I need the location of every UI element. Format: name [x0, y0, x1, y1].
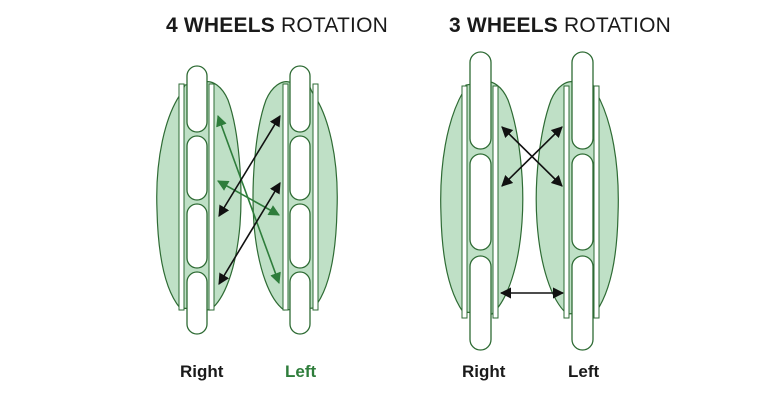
wheel — [571, 153, 594, 251]
wheel-stack — [186, 65, 208, 335]
wheel — [571, 51, 594, 150]
arrow-black — [218, 182, 281, 285]
title-3-wheels-rest: ROTATION — [557, 14, 671, 37]
skate-4-right — [156, 65, 242, 335]
wheel — [186, 203, 208, 269]
frame-rail — [178, 83, 185, 311]
arrows-3-wheels — [499, 126, 565, 299]
wheel — [469, 51, 492, 150]
label-3-wheels-right: Right — [462, 362, 506, 381]
frame-rail — [461, 85, 468, 319]
wheel — [469, 255, 492, 351]
frame-rail — [282, 83, 289, 311]
frame-rail — [563, 85, 570, 319]
wheel — [186, 135, 208, 201]
skate-4-left — [252, 65, 338, 335]
wheel — [289, 271, 311, 335]
frame-rail — [312, 83, 319, 311]
skate-3-right — [440, 51, 524, 351]
title-4-wheels-rotation: 4 WHEELS ROTATION — [166, 14, 388, 38]
wheel — [289, 203, 311, 269]
frame-rail — [492, 85, 499, 319]
wheel-stack — [289, 65, 311, 335]
title-3-wheels-bold: 3 WHEELS — [449, 14, 558, 37]
wheel — [289, 135, 311, 201]
label-4-wheels-left: Left — [285, 362, 317, 381]
skate-3-left — [535, 51, 619, 351]
arrows-4-wheels — [216, 114, 281, 285]
wheel — [469, 153, 492, 251]
frame-rail — [593, 85, 600, 319]
title-3-wheels-rotation: 3 WHEELS ROTATION — [449, 14, 671, 38]
wheel — [186, 271, 208, 335]
wheel — [186, 65, 208, 133]
wheel-stack — [469, 51, 492, 351]
frame-rail — [208, 83, 215, 311]
wheel-stack — [571, 51, 594, 351]
label-3-wheels-left: Left — [568, 362, 600, 381]
wheel — [289, 65, 311, 133]
title-4-wheels-rest: ROTATION — [274, 14, 388, 37]
arrow-black — [501, 126, 563, 187]
label-4-wheels-right: Right — [180, 362, 224, 381]
wheel — [571, 255, 594, 351]
title-4-wheels-bold: 4 WHEELS — [166, 14, 275, 37]
